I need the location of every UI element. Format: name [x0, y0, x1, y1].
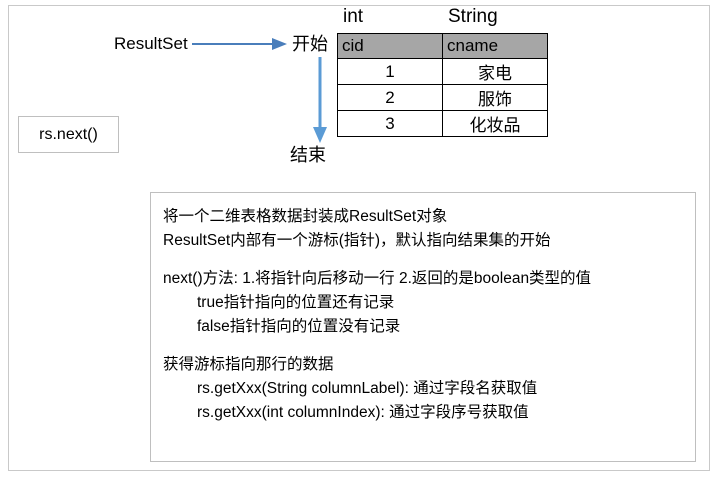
slide-outer-border	[8, 5, 710, 471]
description-spacer	[163, 339, 695, 353]
description-line: 获得游标指向那行的数据	[163, 356, 334, 373]
rs-next-label: rs.next()	[39, 125, 98, 143]
table-header-cname: cname	[442, 33, 548, 59]
horizontal-arrow-icon	[192, 36, 288, 52]
description-spacer	[163, 253, 695, 267]
table-row: 1 家电	[337, 58, 548, 85]
table-row: 2 服饰	[337, 84, 548, 111]
result-set-table: cid cname 1 家电 2 服饰 3 化妆品	[337, 33, 548, 137]
description-line: next()方法: 1.将指针向后移动一行 2.返回的是boolean类型的值	[163, 270, 592, 287]
column-type-int: int	[343, 6, 364, 27]
description-line: rs.getXxx(String columnLabel): 通过字段名获取值	[197, 380, 538, 397]
table-cell-cname: 家电	[442, 58, 548, 85]
table-cell-cname: 服饰	[442, 84, 548, 111]
description-panel: 将一个二维表格数据封装成ResultSet对象 ResultSet内部有一个游标…	[150, 192, 696, 462]
table-header-row: cid cname	[337, 33, 548, 59]
rs-next-box: rs.next()	[18, 116, 119, 153]
table-cell-cid: 3	[337, 110, 443, 137]
description-line: 将一个二维表格数据封装成ResultSet对象	[163, 208, 448, 225]
table-cell-cname: 化妆品	[442, 110, 548, 137]
cursor-end-label: 结束	[290, 145, 326, 165]
table-cell-cid: 1	[337, 58, 443, 85]
table-header-cid: cid	[337, 33, 443, 59]
description-line: rs.getXxx(int columnIndex): 通过字段序号获取值	[197, 404, 529, 421]
resultset-label: ResultSet	[114, 34, 188, 53]
vertical-arrow-icon	[310, 57, 330, 145]
table-cell-cid: 2	[337, 84, 443, 111]
description-line: ResultSet内部有一个游标(指针)，默认指向结果集的开始	[163, 232, 551, 249]
cursor-start-label: 开始	[292, 34, 328, 54]
table-row: 3 化妆品	[337, 110, 548, 137]
description-line: false指针指向的位置没有记录	[197, 318, 401, 335]
column-type-string: String	[448, 6, 498, 27]
description-line: true指针指向的位置还有记录	[197, 294, 395, 311]
